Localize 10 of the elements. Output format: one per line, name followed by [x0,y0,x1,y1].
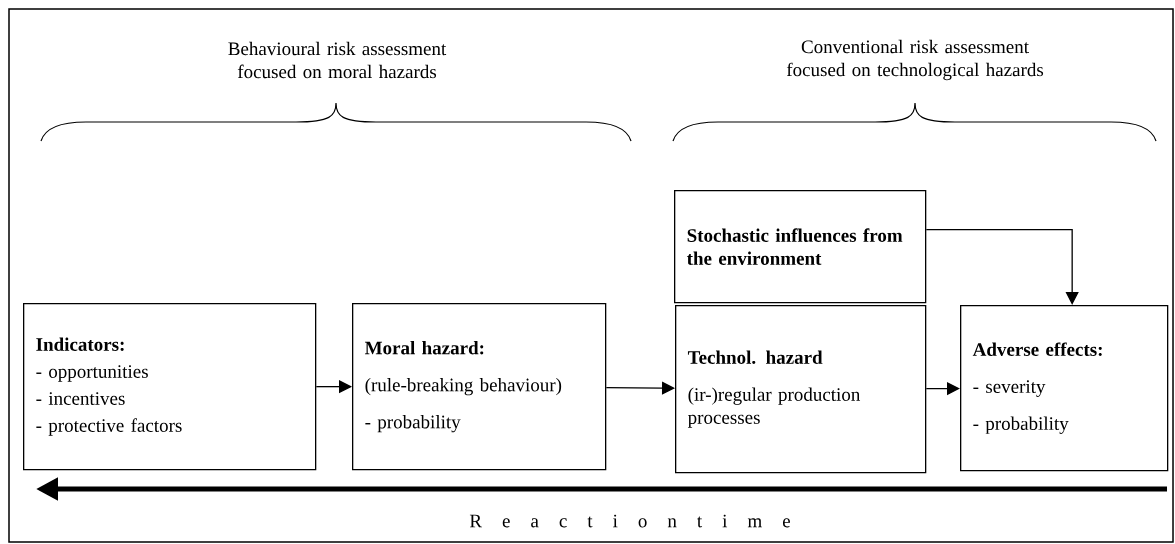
process-box: Adverse effects: - severity - probability [960,305,1169,472]
process-box: Technol. hazard (ir-)regular production processes [675,305,927,474]
process-box: Indicators: - opportunities - incentives - protective factors [23,303,317,471]
process-box: Stochastic influences from the environment [674,190,927,304]
arrow [605,381,675,395]
arrow [925,229,1079,305]
axis-label: R e a c t i o n t i m e [469,514,790,528]
process-box: Moral hazard: (rule-breaking behaviour) - probability [352,303,607,471]
heading: Behavioural risk assessment focused on moral hazards [228,41,447,79]
heading: Conventional risk assessment focused on technological hazards [786,39,1044,81]
